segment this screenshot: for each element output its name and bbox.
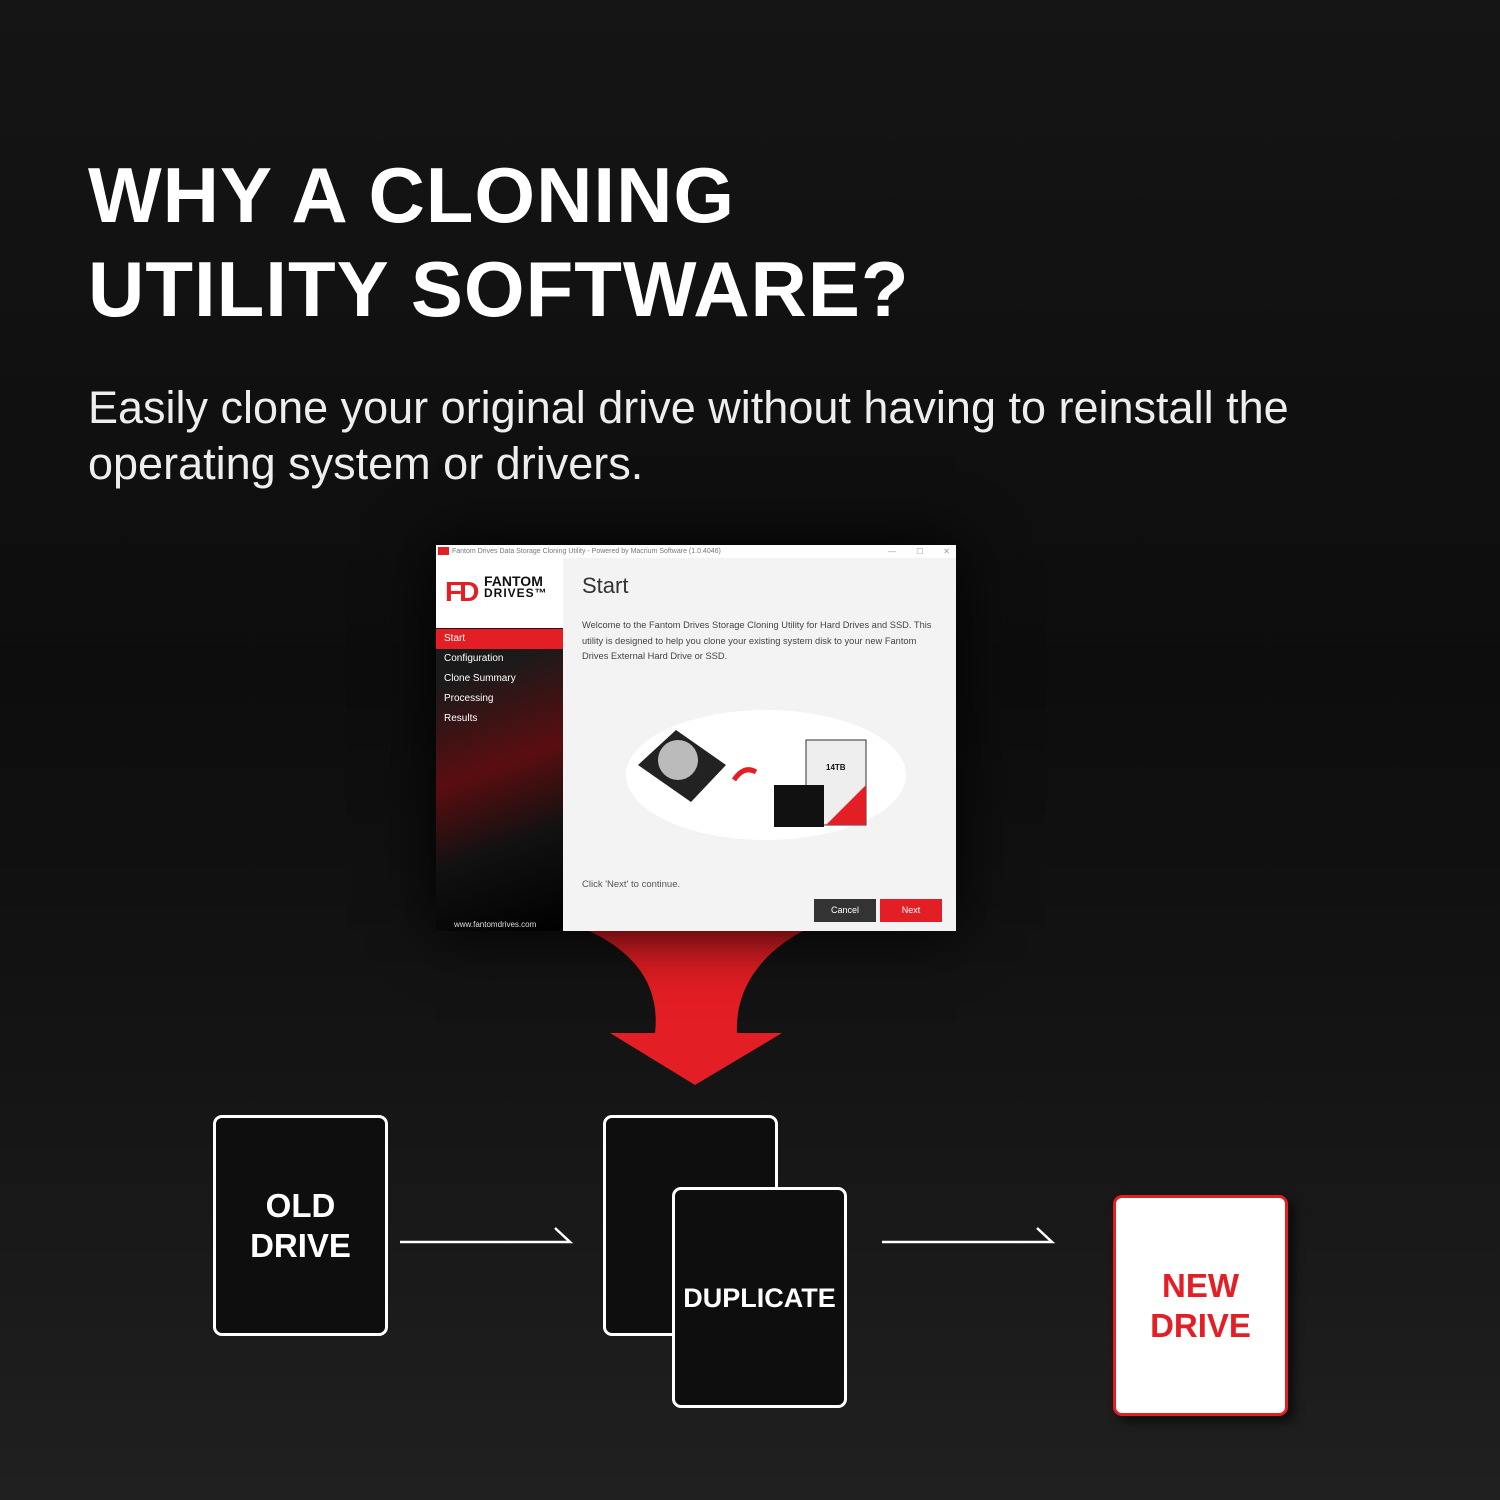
nav-start[interactable]: Start xyxy=(436,629,563,649)
cancel-button[interactable]: Cancel xyxy=(814,899,876,922)
website-link[interactable]: www.fantomdrives.com xyxy=(454,920,537,929)
old-drive-line-1: OLD xyxy=(265,1186,336,1224)
next-button[interactable]: Next xyxy=(880,899,942,922)
nav-configuration[interactable]: Configuration xyxy=(444,653,504,664)
headline-line-2: UTILITY SOFTWARE? xyxy=(88,245,910,333)
nav-results[interactable]: Results xyxy=(444,713,478,724)
logo-line-1: FANTOM xyxy=(484,573,543,589)
duplicate-label: DUPLICATE xyxy=(683,1282,836,1313)
cloning-utility-window: Fantom Drives Data Storage Cloning Utili… xyxy=(436,545,956,931)
close-button[interactable]: ✕ xyxy=(943,547,950,556)
flow-arrow-1 xyxy=(400,1227,574,1244)
nav-clone-summary[interactable]: Clone Summary xyxy=(444,673,516,684)
hdd-icon xyxy=(638,730,726,802)
duplicate-box: DUPLICATE xyxy=(672,1187,847,1408)
page-heading: Start xyxy=(582,573,629,598)
flow-arrow-2 xyxy=(882,1227,1056,1244)
capacity-label: 14TB xyxy=(826,763,846,772)
headline-line-1: WHY A CLONING xyxy=(88,151,736,239)
drive-clone-illustration: 14TB xyxy=(626,710,906,840)
app-icon xyxy=(438,547,449,555)
logo-mark: FD xyxy=(445,576,479,607)
old-drive-line-2: DRIVE xyxy=(250,1226,351,1264)
window-title: Fantom Drives Data Storage Cloning Utili… xyxy=(452,548,721,555)
logo-line-2: DRIVES™ xyxy=(484,586,548,600)
subtitle: Easily clone your original drive without… xyxy=(88,382,1289,489)
maximize-button[interactable]: ☐ xyxy=(916,547,944,556)
new-drive-line-1: NEW xyxy=(1161,1266,1239,1304)
new-drive-line-2: DRIVE xyxy=(1150,1306,1251,1344)
new-drive-icon: 14TB xyxy=(774,739,867,827)
minimize-button[interactable]: — xyxy=(888,547,917,556)
title-bar: Fantom Drives Data Storage Cloning Utili… xyxy=(436,545,956,558)
welcome-text: Welcome to the Fantom Drives Storage Clo… xyxy=(582,620,932,661)
nav-processing[interactable]: Processing xyxy=(444,693,494,704)
curved-arrow-icon xyxy=(731,767,758,782)
continue-hint: Click 'Next' to continue. xyxy=(582,879,681,890)
